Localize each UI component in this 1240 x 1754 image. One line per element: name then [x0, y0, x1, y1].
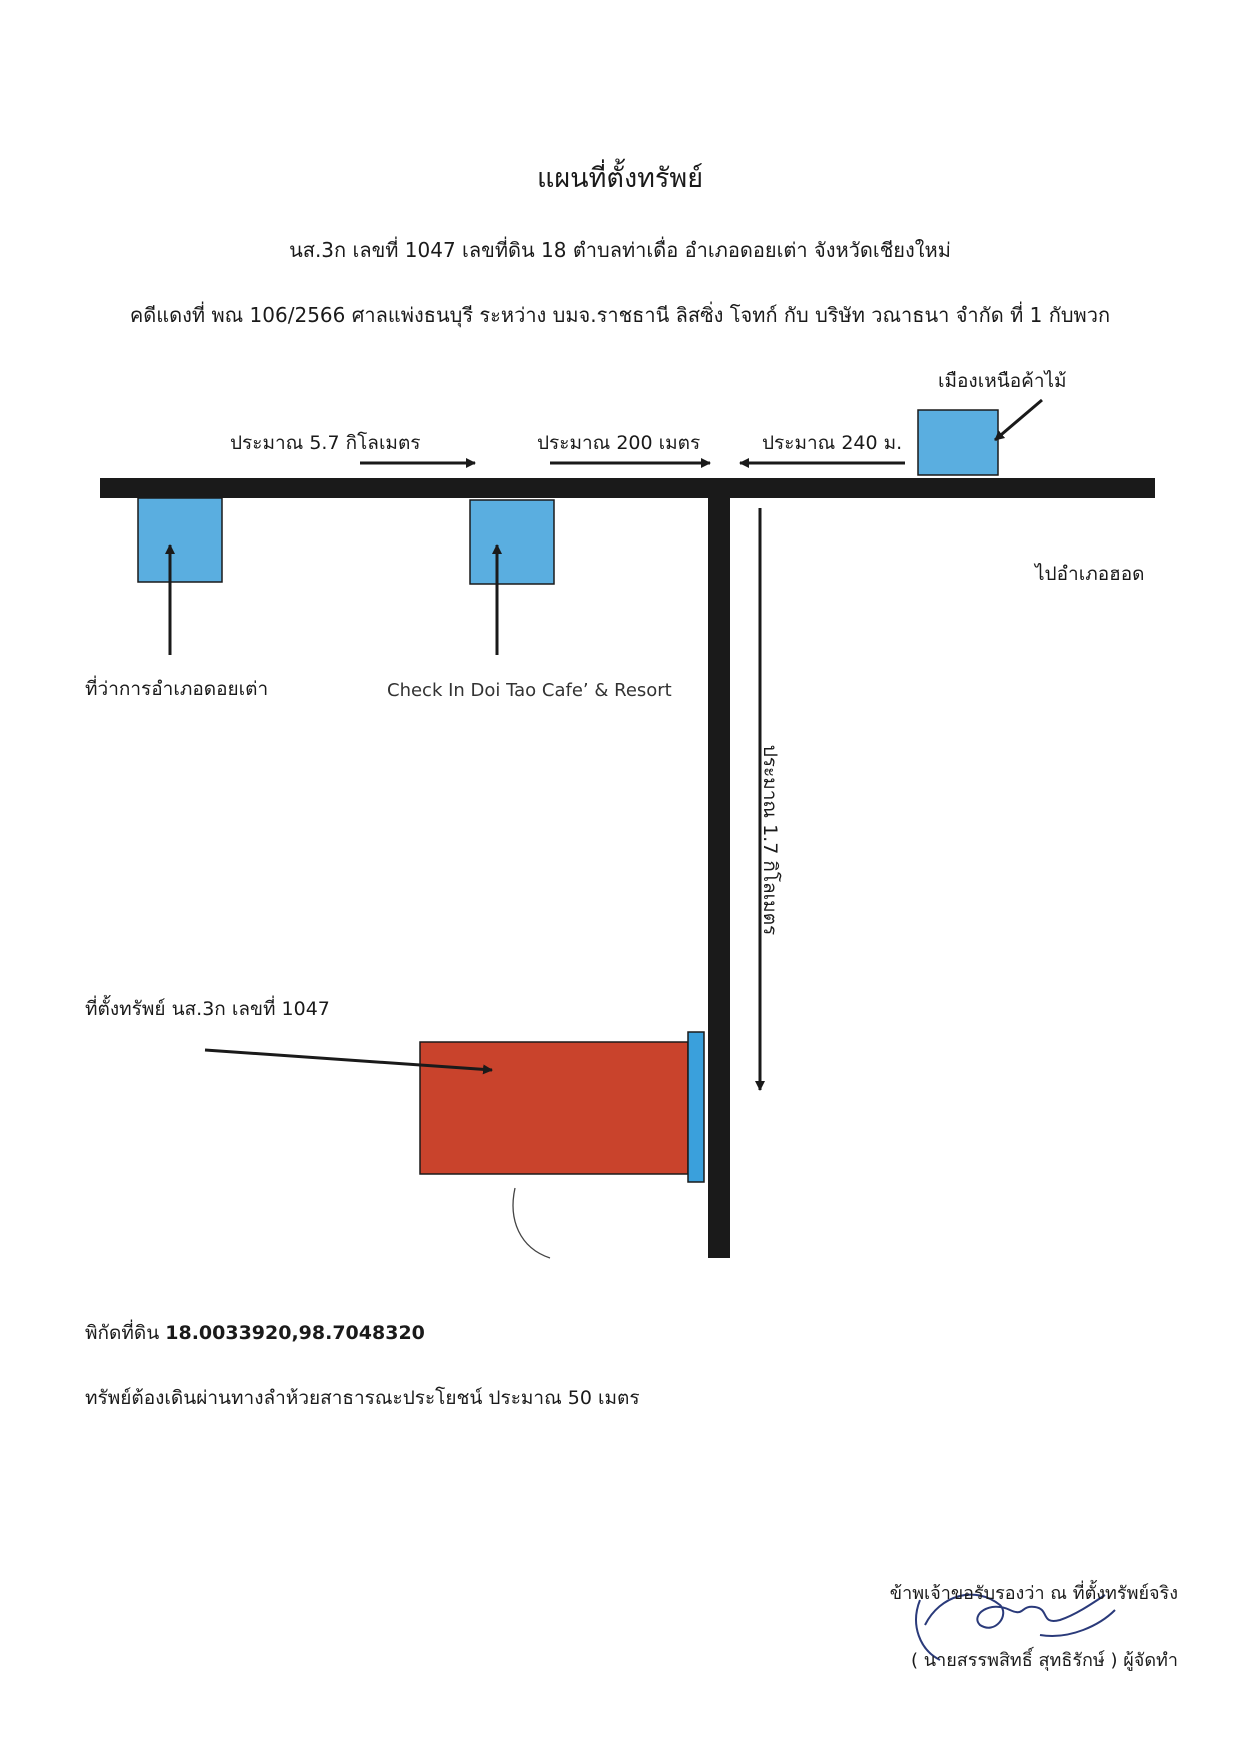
landmark-resort-box [469, 499, 555, 585]
distance-left-label: ประมาณ 5.7 กิโลเมตร [230, 432, 421, 454]
distance-right-label: ประมาณ 240 ม. [762, 432, 903, 454]
landmark-district-office-box [137, 497, 223, 583]
distance-middle-label: ประมาณ 200 เมตร [537, 432, 701, 454]
coordinates-value: 18.0033920,98.7048320 [165, 1322, 425, 1344]
landmark-district-office-label: ที่ว่าการอำเภอดอยเต่า [85, 678, 269, 700]
creek-path [687, 1031, 705, 1183]
landmark-resort-label: Check In Doi Tao Cafe’ & Resort [387, 680, 672, 701]
preparer-text: ( นายสรรพสิทธิ์ สุทธิรักษ์ ) ผู้จัดทำ [911, 1650, 1178, 1671]
case-line: คดีแดงที่ พณ 106/2566 ศาลแพ่งธนบุรี ระหว… [129, 303, 1111, 327]
curve-mark [512, 1187, 551, 1259]
arrow-property [204, 1048, 493, 1075]
arrow-lumber [994, 398, 1043, 442]
landmark-lumber-label: เมืองเหนือค้าไม้ [938, 370, 1067, 392]
coordinates-label: พิกัดที่ดิน [85, 1322, 160, 1344]
direction-hot-label: ไปอำเภอฮอด [1035, 563, 1145, 585]
certification-text: ข้าพเจ้าขอรับรองว่า ณ ที่ตั้งทรัพย์จริง [889, 1583, 1178, 1604]
property-label: ที่ตั้งทรัพย์ นส.3ก เลขที่ 1047 [85, 998, 330, 1020]
main-road [100, 478, 1155, 498]
property-plot [419, 1041, 689, 1175]
access-note: ทรัพย์ต้องเดินผ่านทางลำห้วยสาธารณะประโยช… [85, 1387, 640, 1409]
signature-icon [915, 1593, 1116, 1661]
side-road [708, 488, 730, 1258]
page-title: แผนที่ตั้งทรัพย์ [536, 163, 704, 194]
landmark-lumber-box [917, 409, 999, 476]
property-deed-line: นส.3ก เลขที่ 1047 เลขที่ดิน 18 ตำบลท่าเด… [289, 238, 951, 262]
coordinates-line: พิกัดที่ดิน 18.0033920,98.7048320 [85, 1324, 425, 1343]
distance-vertical-label: ประมาณ 1.7 กิโลเมตร [759, 744, 781, 936]
